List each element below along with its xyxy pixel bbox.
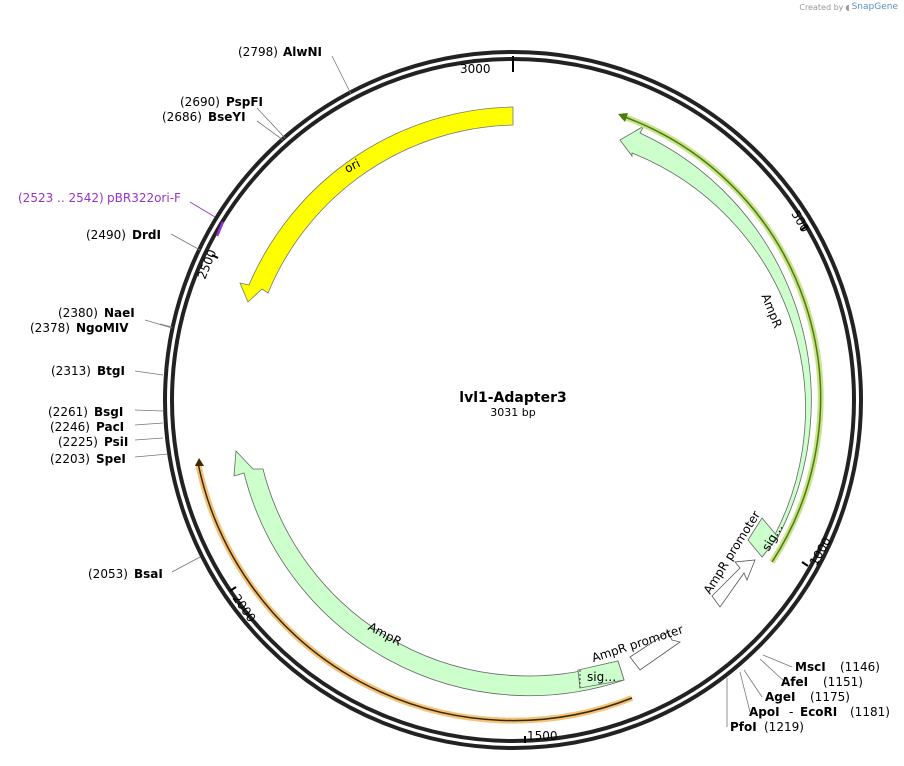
site-name-bseyi[interactable]: BseYI <box>208 110 246 124</box>
site-name-drdi[interactable]: DrdI <box>132 228 161 242</box>
tick-marks <box>211 56 809 743</box>
site-name-ngomiv[interactable]: NgoMIV <box>76 321 129 335</box>
orf-arrowhead-right <box>618 113 628 122</box>
orf-line-right <box>620 113 824 564</box>
ampr-label-right: AmpR <box>758 292 784 330</box>
site-pos-drdi: (2490) <box>86 228 126 242</box>
site-name-apoi[interactable]: ApoI <box>749 705 780 719</box>
ori-label: ori <box>342 156 362 176</box>
ampr-promoter-right[interactable] <box>711 559 756 608</box>
site-pos-pfoi: (1219) <box>764 720 804 734</box>
snapgene-credit: Created by ◖ SnapGene <box>799 2 898 12</box>
site-pos-pspfi: (2690) <box>180 95 220 109</box>
primer-leader <box>189 201 216 218</box>
site-separator-apoi-ecori: - <box>789 705 793 719</box>
backbone-outer <box>163 50 863 750</box>
site-name-btgi[interactable]: BtgI <box>97 364 125 378</box>
site-name-alwni[interactable]: AlwNI <box>283 45 322 59</box>
site-name-paci[interactable]: PacI <box>96 420 124 434</box>
site-pos-msci: (1146) <box>840 660 880 674</box>
plasmid-name: lvl1-Adapter3 <box>459 390 566 406</box>
site-name-bsgi[interactable]: BsgI <box>94 405 123 419</box>
orf-arrowhead-bottom <box>195 458 204 466</box>
site-name-msci[interactable]: MscI <box>795 660 826 674</box>
created-by-text: Created by <box>799 2 844 12</box>
site-pos-bsgi: (2261) <box>48 405 88 419</box>
site-pos-alwni: (2798) <box>238 45 278 59</box>
site-pos-btgi: (2313) <box>51 364 91 378</box>
site-name-ecori[interactable]: EcoRI <box>800 705 837 719</box>
ori-feature[interactable] <box>239 106 514 303</box>
primer-name: pBR322ori-F <box>107 191 181 205</box>
snapgene-brand-text: SnapGene <box>851 2 898 12</box>
primer-mark <box>215 221 225 237</box>
site-pos-paci: (2246) <box>50 420 90 434</box>
site-name-spei[interactable]: SpeI <box>96 452 126 466</box>
orf-line-right-core <box>621 115 822 563</box>
site-pos-afei: (1151) <box>823 675 863 689</box>
site-name-pspfi[interactable]: PspFI <box>226 95 263 109</box>
site-pos-ecori: (1181) <box>850 705 890 719</box>
tick-label-3000: 3000 <box>460 62 491 76</box>
site-pos-bseyi: (2686) <box>162 110 202 124</box>
snapgene-logo-icon: ◖ <box>845 2 850 12</box>
primer-position: (2523 .. 2542) <box>18 191 104 205</box>
site-pos-spei: (2203) <box>50 452 90 466</box>
orf-line-bottom-core <box>197 462 633 722</box>
sig-box-bottom[interactable] <box>577 660 625 689</box>
sig-label-bottom: sig… <box>587 670 616 684</box>
site-name-afei[interactable]: AfeI <box>781 675 808 689</box>
tick-label-1500: 1500 <box>527 729 558 743</box>
site-leaders-right <box>726 654 793 727</box>
tick-label-1000: 1000 <box>807 535 834 568</box>
site-name-agei[interactable]: AgeI <box>765 690 795 704</box>
site-leaders-left <box>134 55 352 573</box>
site-pos-agei: (1175) <box>810 690 850 704</box>
plasmid-length: 3031 bp <box>490 406 535 419</box>
site-pos-bsai: (2053) <box>88 567 128 581</box>
site-pos-naei: (2380) <box>58 306 98 320</box>
site-labels-right: MscI (1146) AfeI (1151) AgeI (1175) ApoI… <box>730 660 890 734</box>
site-name-psii[interactable]: PsiI <box>104 435 128 449</box>
site-name-naei[interactable]: NaeI <box>104 306 135 320</box>
site-pos-ngomiv: (2378) <box>30 321 70 335</box>
sig-box-right[interactable] <box>747 517 779 558</box>
site-name-bsai[interactable]: BsaI <box>134 567 163 581</box>
ampr-promoter-bottom[interactable] <box>629 631 681 671</box>
site-labels-left: (2798) AlwNI (2690) PspFI (2686) BseYI (… <box>30 45 322 581</box>
site-pos-psii: (2225) <box>58 435 98 449</box>
site-name-pfoi[interactable]: PfoI <box>730 720 757 734</box>
